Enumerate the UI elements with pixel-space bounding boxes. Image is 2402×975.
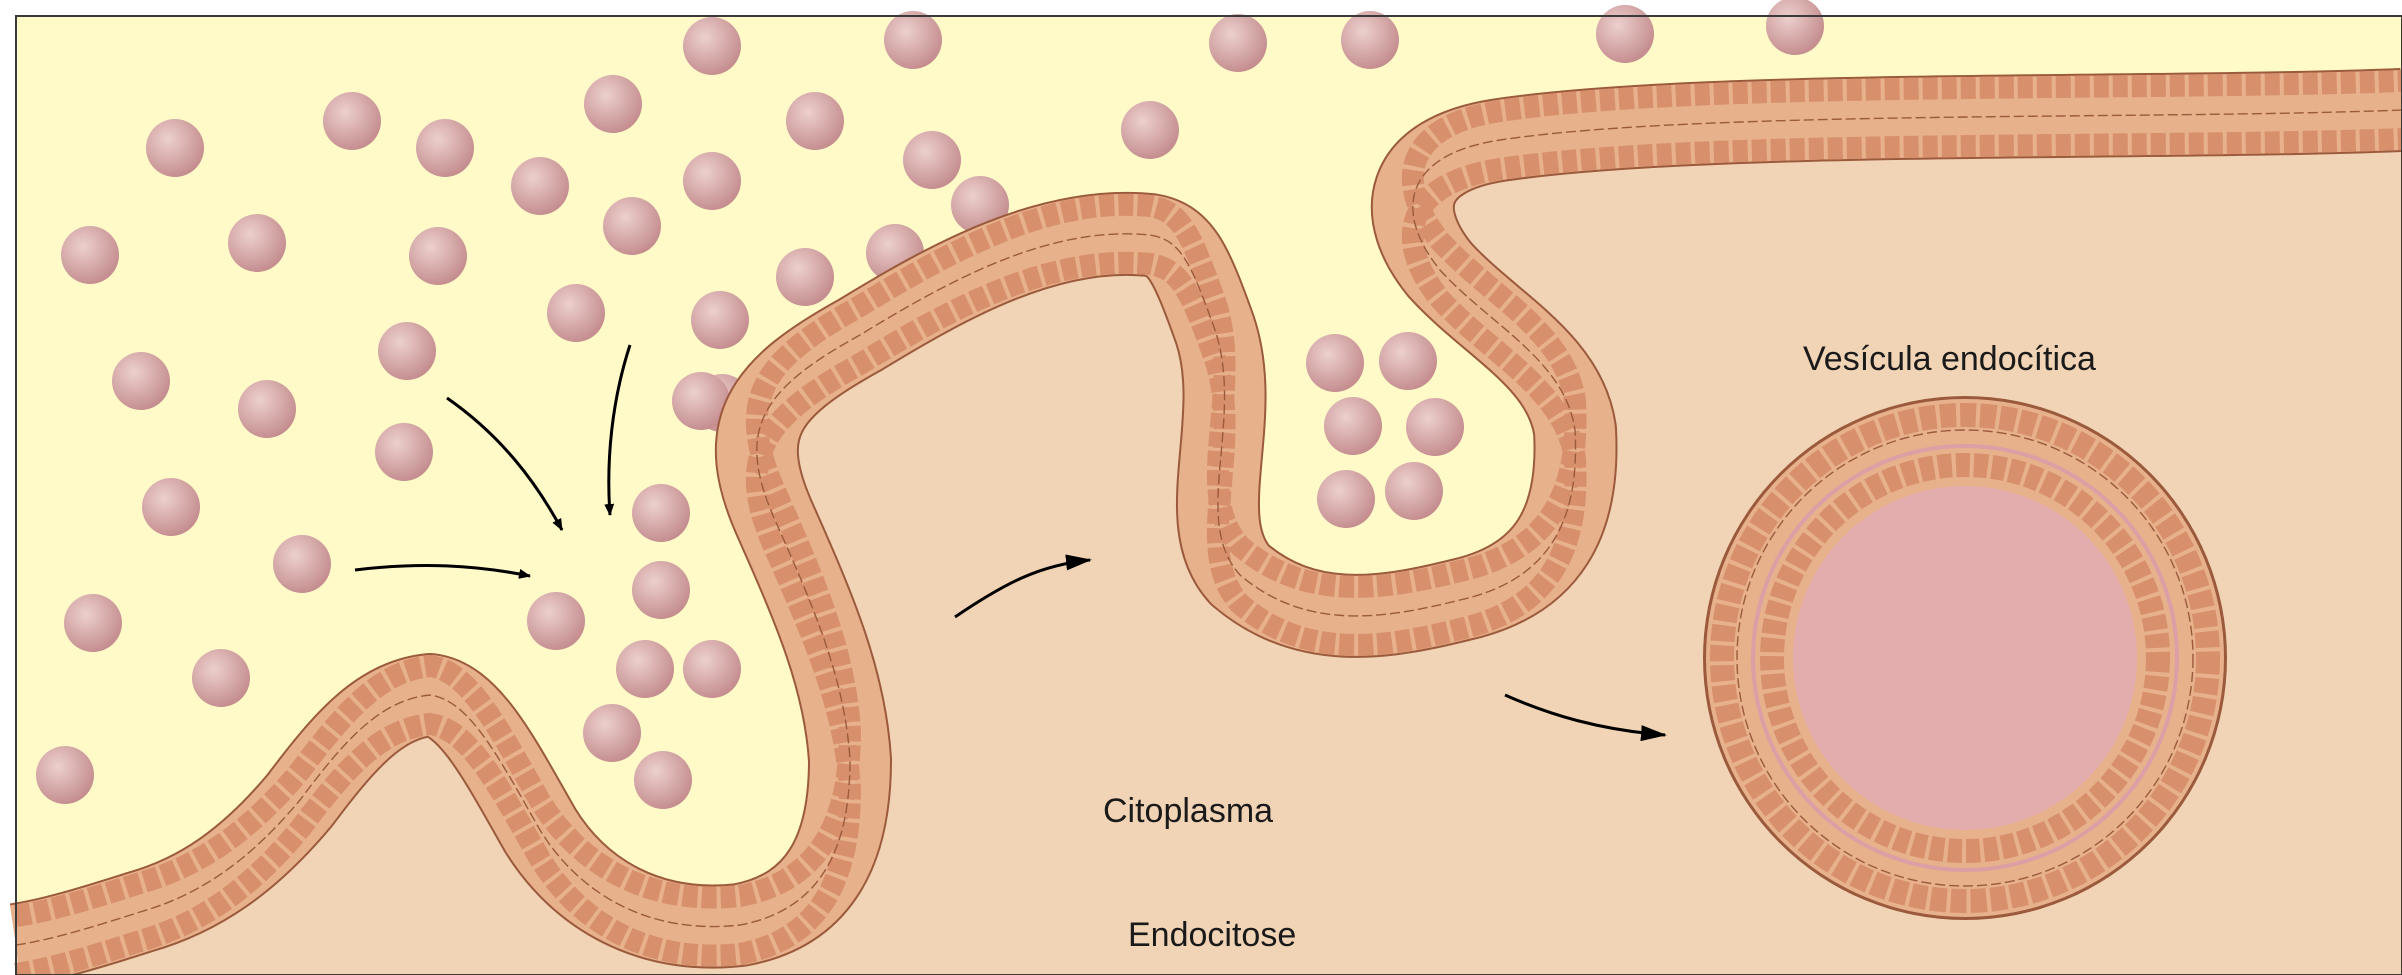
particle-icon bbox=[378, 322, 436, 380]
particle-icon bbox=[416, 119, 474, 177]
cytoplasm-label: Citoplasma bbox=[1103, 792, 1273, 830]
particle-icon bbox=[786, 92, 844, 150]
particle-icon bbox=[1406, 398, 1464, 456]
particle-icon bbox=[1121, 101, 1179, 159]
particle-icon bbox=[683, 17, 741, 75]
particle-icon bbox=[1324, 397, 1382, 455]
particle-icon bbox=[1379, 332, 1437, 390]
vesicle-lumen bbox=[1793, 486, 2137, 830]
diagram-title: Endocitose bbox=[1128, 916, 1296, 954]
particle-icon bbox=[903, 131, 961, 189]
particle-icon bbox=[273, 535, 331, 593]
particle-icon bbox=[323, 92, 381, 150]
endocytic-vesicle bbox=[1703, 396, 2227, 920]
particle-icon bbox=[632, 484, 690, 542]
particle-icon bbox=[683, 152, 741, 210]
particle-icon bbox=[61, 226, 119, 284]
particle-icon bbox=[64, 594, 122, 652]
particle-icon bbox=[547, 284, 605, 342]
particle-icon bbox=[634, 751, 692, 809]
particle-icon bbox=[1385, 462, 1443, 520]
vesicle-label: Vesícula endocítica bbox=[1803, 340, 2096, 378]
particle-icon bbox=[1317, 470, 1375, 528]
particle-icon bbox=[1209, 14, 1267, 72]
particle-icon bbox=[603, 197, 661, 255]
particle-icon bbox=[632, 561, 690, 619]
particle-icon bbox=[1341, 11, 1399, 69]
particle-icon bbox=[112, 352, 170, 410]
particle-icon bbox=[142, 478, 200, 536]
particle-icon bbox=[238, 380, 296, 438]
particle-icon bbox=[884, 11, 942, 69]
particle-icon bbox=[192, 649, 250, 707]
particle-icon bbox=[616, 640, 674, 698]
particle-icon bbox=[146, 119, 204, 177]
particle-icon bbox=[36, 746, 94, 804]
particle-icon bbox=[228, 214, 286, 272]
particle-icon bbox=[409, 227, 467, 285]
particle-icon bbox=[511, 157, 569, 215]
particle-icon bbox=[1306, 334, 1364, 392]
particle-icon bbox=[691, 291, 749, 349]
particle-icon bbox=[583, 704, 641, 762]
particle-icon bbox=[683, 640, 741, 698]
particle-icon bbox=[527, 592, 585, 650]
particle-icon bbox=[375, 423, 433, 481]
particle-icon bbox=[776, 248, 834, 306]
particle-icon bbox=[1596, 5, 1654, 63]
particle-icon bbox=[584, 75, 642, 133]
